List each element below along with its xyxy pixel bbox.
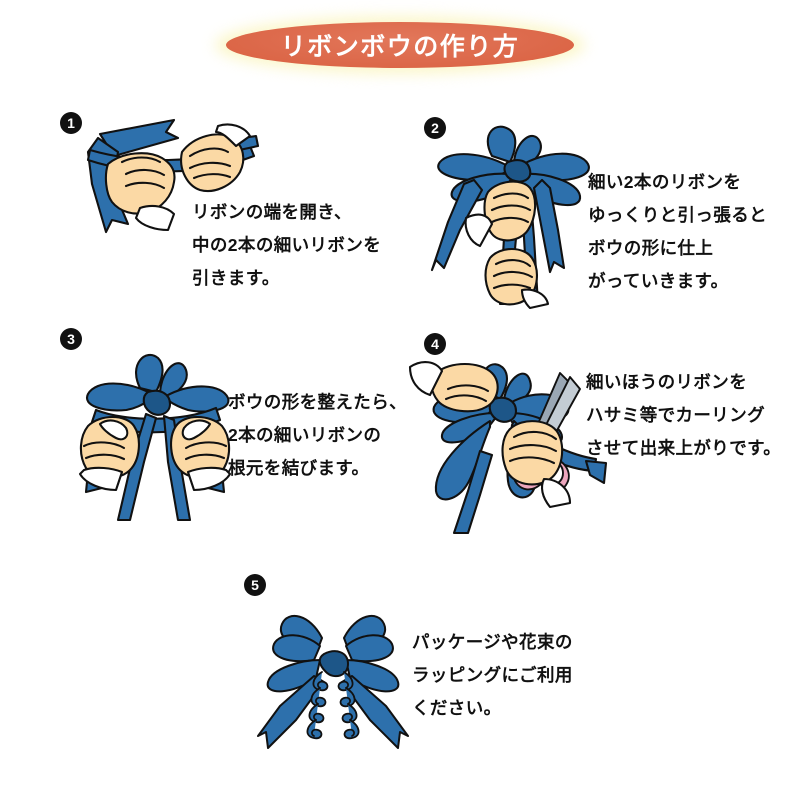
step-1-caption-line-2: 中の2本の細いリボンを [192,235,382,255]
step-5-illustration [257,602,410,752]
step-1-caption: リボンの端を開き、 中の2本の細いリボンを 引きます。 [192,196,381,295]
step-2-caption-line-1: 細い2本のリボンを [588,172,742,192]
step-2-illustration [430,118,600,310]
page-title: リボンボウの作り方 [280,33,520,61]
step-4-caption-line-3: させて出来上がりです。 [586,438,782,458]
step-2-caption-line-4: がっていきます。 [588,271,729,291]
title-banner: リボンボウの作り方 [215,16,585,74]
step-5-badge: 5 [244,574,266,596]
step-4-caption-line-2: ハサミ等でカーリング [586,405,765,425]
step-4-illustration [408,355,610,535]
step-5-caption-line-3: ください。 [412,698,502,718]
step-2-caption-line-3: ボウの形に仕上 [588,238,714,258]
title-ellipse [226,22,574,68]
step-2-badge: 2 [424,117,446,139]
step-5-caption-line-1: パッケージや花束の [412,632,573,652]
step-3-caption: ボウの形を整えたら、 2本の細いリボンの 根元を結びます。 [228,386,407,485]
step-1-illustration [78,112,268,262]
step-2-caption-line-2: ゆっくりと引っ張ると [588,205,767,225]
step-1-caption-line-1: リボンの端を開き、 [192,202,352,222]
step-5-caption-line-2: ラッピングにご利用 [412,665,573,685]
step-1-caption-line-3: 引きます。 [192,268,280,288]
step-3-caption-line-2: 2本の細いリボンの [228,425,382,445]
step-4-caption-line-1: 細いほうのリボンを [586,372,748,392]
step-4-caption: 細いほうのリボンを ハサミ等でカーリング させて出来上がりです。 [586,366,781,465]
step-3-badge: 3 [60,328,82,350]
step-4-badge: 4 [424,333,446,355]
step-3-caption-line-3: 根元を結びます。 [228,458,370,478]
step-1-badge: 1 [60,112,82,134]
step-5-caption: パッケージや花束の ラッピングにご利用 ください。 [412,626,573,725]
step-3-caption-line-1: ボウの形を整えたら、 [228,392,407,412]
step-2-caption: 細い2本のリボンを ゆっくりと引っ張ると ボウの形に仕上 がっていきます。 [588,166,767,298]
step-3-illustration [70,342,240,522]
